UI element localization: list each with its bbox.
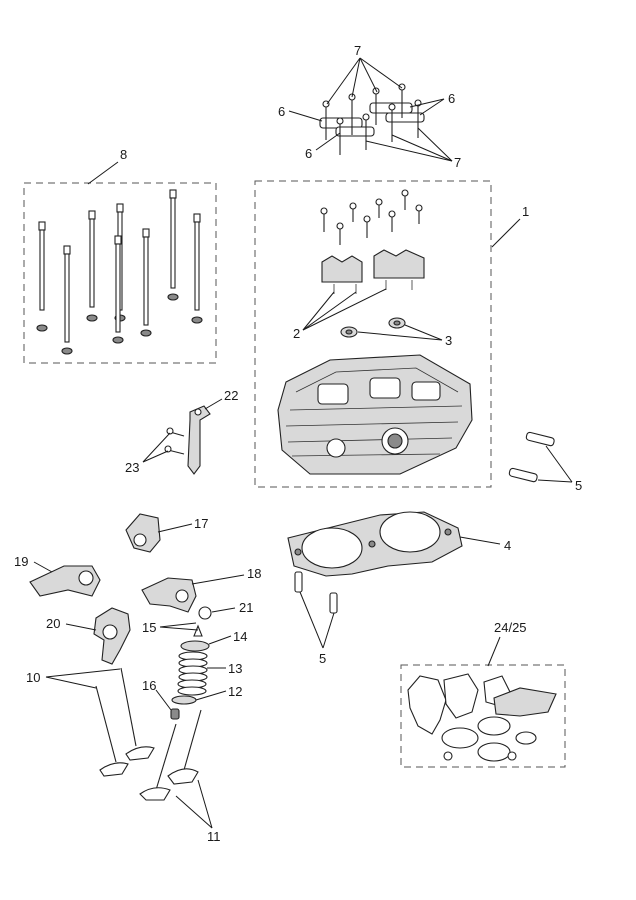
callout-13: 13 (228, 661, 242, 676)
callout-16: 16 (142, 678, 156, 693)
callout-10: 10 (26, 670, 40, 685)
gasket-set-box (400, 664, 566, 768)
spring-seat (171, 695, 197, 705)
callout-18: 18 (247, 566, 261, 581)
chain-guide (164, 405, 211, 475)
callout-5-upper: 5 (575, 478, 582, 493)
cam-carriers (321, 249, 425, 294)
leader-lines (33, 57, 573, 829)
spring-retainer (180, 640, 210, 652)
callout-17: 17 (194, 516, 208, 531)
collet (193, 624, 203, 637)
callout-7-top: 7 (354, 43, 361, 58)
callout-6-right: 6 (448, 91, 455, 106)
rocker-arm-17 (125, 513, 161, 553)
callout-1: 1 (522, 204, 529, 219)
valve-spring (177, 651, 208, 696)
cam-carrier-bolts (320, 189, 423, 245)
rocker-arm-19 (29, 565, 101, 597)
callout-20: 20 (46, 616, 60, 631)
callout-8: 8 (120, 147, 127, 162)
cylinder-head (277, 354, 473, 475)
rocker-arm-20 (93, 607, 131, 665)
callout-2: 2 (293, 326, 300, 341)
callout-6-left-top: 6 (278, 104, 285, 119)
cam-cap-bolts (319, 83, 425, 155)
valve-shim (198, 606, 212, 620)
rocker-arm-18 (141, 577, 197, 613)
callout-12: 12 (228, 684, 242, 699)
callout-labels: 7 6 6 6 7 8 1 2 3 22 23 5 4 17 19 18 21 … (14, 43, 582, 844)
valves-10 (95, 667, 155, 777)
callout-5-lower: 5 (319, 651, 326, 666)
valve-stem-seals (340, 317, 406, 338)
dowel-pins-upper (508, 431, 555, 483)
callout-14: 14 (233, 629, 247, 644)
callout-23: 23 (125, 460, 139, 475)
callout-3: 3 (445, 333, 452, 348)
cylinder-head-assembly-box (254, 180, 492, 488)
head-bolts (36, 189, 203, 355)
callout-19: 19 (14, 554, 28, 569)
callout-22: 22 (224, 388, 238, 403)
callout-4: 4 (504, 538, 511, 553)
callout-11: 11 (207, 829, 221, 844)
stem-oil-seal (170, 708, 180, 720)
callout-24-25: 24/25 (494, 620, 527, 635)
gasket-set (407, 673, 557, 762)
head-gasket (287, 511, 463, 577)
dowel-pins-lower (294, 571, 338, 614)
callout-21: 21 (239, 600, 253, 615)
callout-6-left-bottom: 6 (305, 146, 312, 161)
valves-11 (139, 709, 202, 801)
head-bolt-kit-box (23, 182, 217, 364)
callout-7-bottom: 7 (454, 155, 461, 170)
callout-15: 15 (142, 620, 156, 635)
